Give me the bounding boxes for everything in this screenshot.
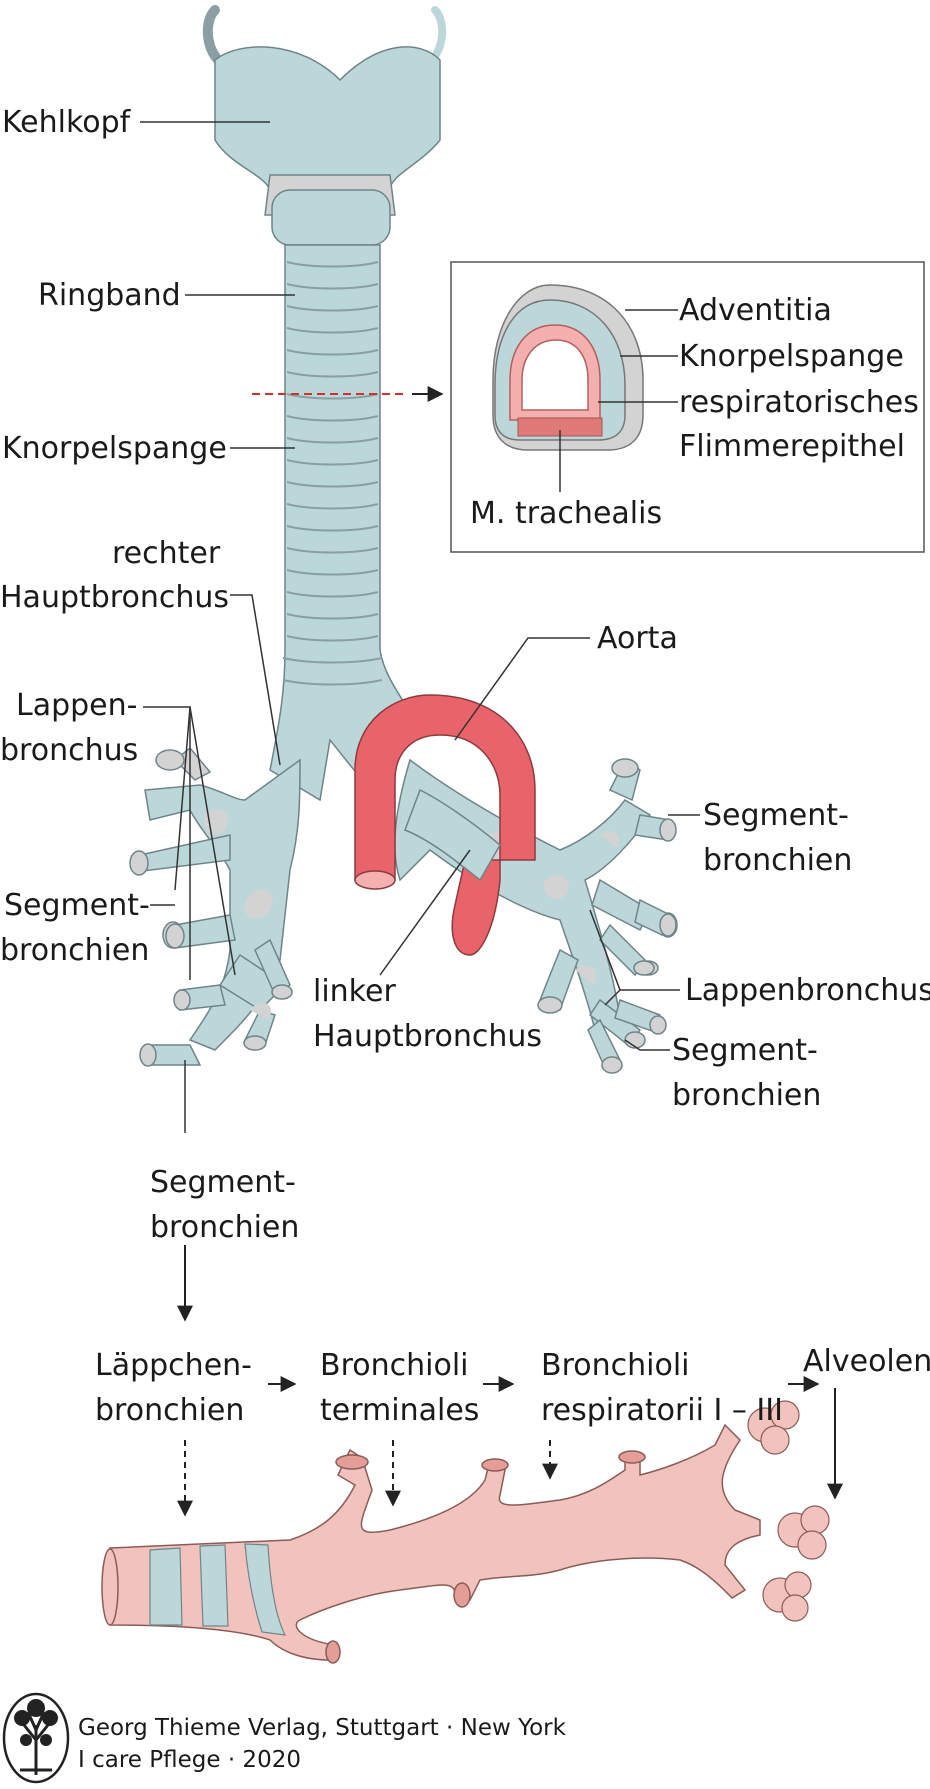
- label-aorta: Aorta: [597, 621, 678, 656]
- trachea-ring: [286, 437, 379, 444]
- footer-publisher: Georg Thieme Verlag, Stuttgart · New Yor…: [78, 1715, 567, 1741]
- trachea-ring: [286, 349, 379, 356]
- label-kehlkopf: Kehlkopf: [2, 105, 132, 140]
- trachea-ring: [286, 481, 379, 488]
- publisher-footer: Georg Thieme Verlag, Stuttgart · New Yor…: [2, 1692, 567, 1784]
- trachea-ring: [286, 327, 379, 334]
- label-lappenbronchus-left: Lappenbronchus: [685, 973, 930, 1008]
- aorta: [354, 694, 536, 956]
- label-linker-hauptbronchus-1: linker: [313, 974, 396, 1009]
- trachea-ring: [286, 305, 379, 312]
- label-inset-knorpelspange: Knorpelspange: [679, 339, 904, 374]
- larynx: [202, 5, 447, 246]
- trachea-ring: [286, 283, 379, 290]
- trachea-ring: [286, 635, 379, 642]
- label-alveolen: Alveolen: [803, 1344, 930, 1379]
- label-segmentbronchien-bottom-2: bronchien: [150, 1210, 299, 1245]
- label-ringband: Ringband: [38, 278, 181, 313]
- publisher-logo: [2, 1692, 70, 1784]
- label-bronchioli-terminales-2: terminales: [320, 1393, 479, 1428]
- label-segmentbronchien-right-2: bronchien: [0, 933, 149, 968]
- trachea-cross-section-inset: [450, 261, 925, 553]
- trachea-ring: [286, 613, 379, 620]
- right-bronchial-tree: [129, 746, 301, 1067]
- trachea-ring: [286, 415, 379, 422]
- trachea-ring: [286, 591, 379, 598]
- anatomy-labels: Kehlkopf Ringband Knorpelspange rechter …: [0, 105, 930, 1245]
- leader-lines: [140, 121, 700, 1133]
- label-segmentbronchien-left-top-1: Segment-: [703, 798, 849, 833]
- label-laeppchenbronchien-2: bronchien: [95, 1393, 244, 1428]
- alveoli-cluster: [747, 1400, 830, 1622]
- label-segmentbronchien-left-bot-2: bronchien: [672, 1078, 821, 1113]
- flow-arrows: [177, 1245, 843, 1517]
- label-m-trachealis: M. trachealis: [470, 496, 662, 531]
- label-segmentbronchien-left-top-2: bronchien: [703, 843, 852, 878]
- trachea-ring: [282, 657, 383, 664]
- label-segmentbronchien-bottom-1: Segment-: [150, 1165, 296, 1200]
- label-respiratorisches: respiratorisches: [679, 385, 919, 420]
- label-knorpelspange: Knorpelspange: [2, 431, 227, 466]
- trachea: [269, 244, 421, 802]
- inset-labels: Adventitia Knorpelspange respiratorische…: [470, 293, 919, 531]
- label-rechter-hauptbronchus-2: Hauptbronchus: [0, 580, 229, 615]
- trachea-ring: [286, 569, 379, 576]
- label-lappenbronchus-right-1: Lappen-: [16, 688, 137, 723]
- label-laeppchenbronchien-1: Läppchen-: [95, 1348, 252, 1383]
- label-lappenbronchus-right-2: bronchus: [0, 733, 138, 768]
- label-segmentbronchien-left-bot-1: Segment-: [672, 1033, 818, 1068]
- label-bronchioli-respiratorii-2: respiratorii I – III: [541, 1393, 783, 1428]
- label-linker-hauptbronchus-2: Hauptbronchus: [313, 1019, 542, 1054]
- label-segmentbronchien-right-1: Segment-: [4, 888, 150, 923]
- sequence-labels: Läppchen- bronchien Bronchioli terminale…: [95, 1344, 930, 1428]
- label-bronchioli-respiratorii-1: Bronchioli: [541, 1348, 690, 1383]
- trachea-ring: [282, 679, 383, 686]
- trachea-ring: [286, 503, 379, 510]
- bronchiole-tree: [101, 1400, 830, 1664]
- label-adventitia: Adventitia: [679, 293, 832, 328]
- label-bronchioli-terminales-1: Bronchioli: [320, 1348, 469, 1383]
- trachea-ring: [286, 371, 379, 378]
- trachea-ring: [286, 261, 379, 268]
- trachea-ring: [286, 459, 379, 466]
- footer-book: I care Pflege · 2020: [78, 1747, 301, 1773]
- label-rechter-hauptbronchus-1: rechter: [112, 536, 221, 571]
- trachea-ring: [286, 393, 379, 400]
- trachea-ring: [286, 547, 379, 554]
- trachea-ring: [286, 525, 379, 532]
- label-flimmerepithel: Flimmerepithel: [679, 429, 905, 464]
